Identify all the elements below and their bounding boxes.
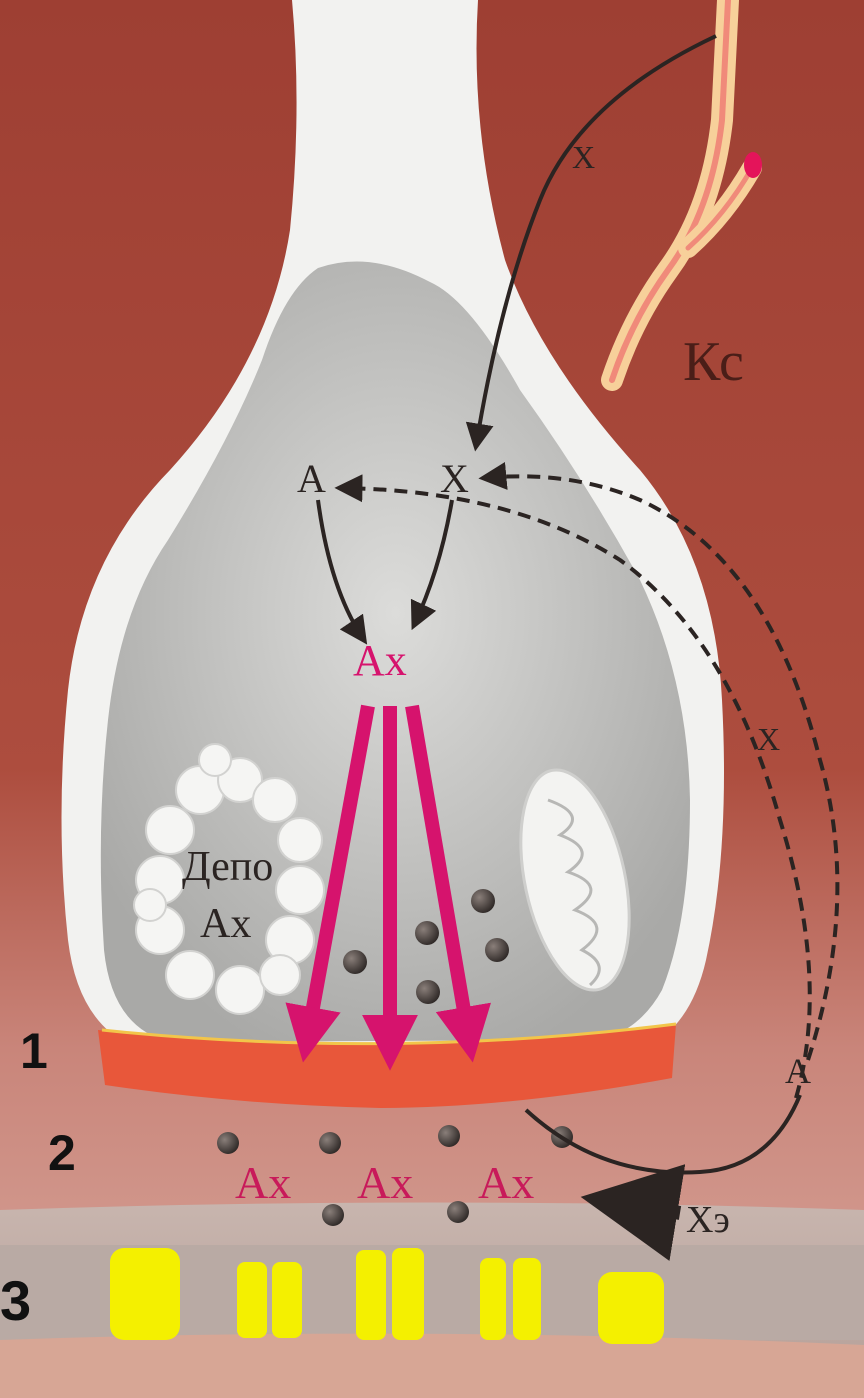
- depot-label-line2: Ах: [200, 901, 251, 947]
- postsynaptic-cytoplasm: [0, 1334, 864, 1398]
- acetate-reuptake-label: А: [785, 1051, 811, 1091]
- cholinesterase-label: Хэ: [686, 1199, 730, 1241]
- acetate-label: А: [297, 456, 326, 501]
- vessel-label: Кс: [683, 331, 744, 393]
- choline-label: Х: [440, 456, 469, 501]
- layer-number-3: 3: [0, 1269, 31, 1332]
- cleft-acetylcholine-1: Ах: [235, 1157, 291, 1208]
- cleft-acetylcholine-2: Ах: [357, 1157, 413, 1208]
- choline-reuptake-label: Х: [757, 721, 780, 757]
- cleft-acetylcholine-3: Ах: [478, 1157, 534, 1208]
- choline-label-top: Х: [572, 139, 595, 175]
- layer-number-2: 2: [48, 1125, 76, 1181]
- depot-label-line1: Депо: [182, 844, 273, 890]
- layer-number-1: 1: [20, 1023, 48, 1079]
- acetylcholine-label: Ах: [353, 636, 407, 685]
